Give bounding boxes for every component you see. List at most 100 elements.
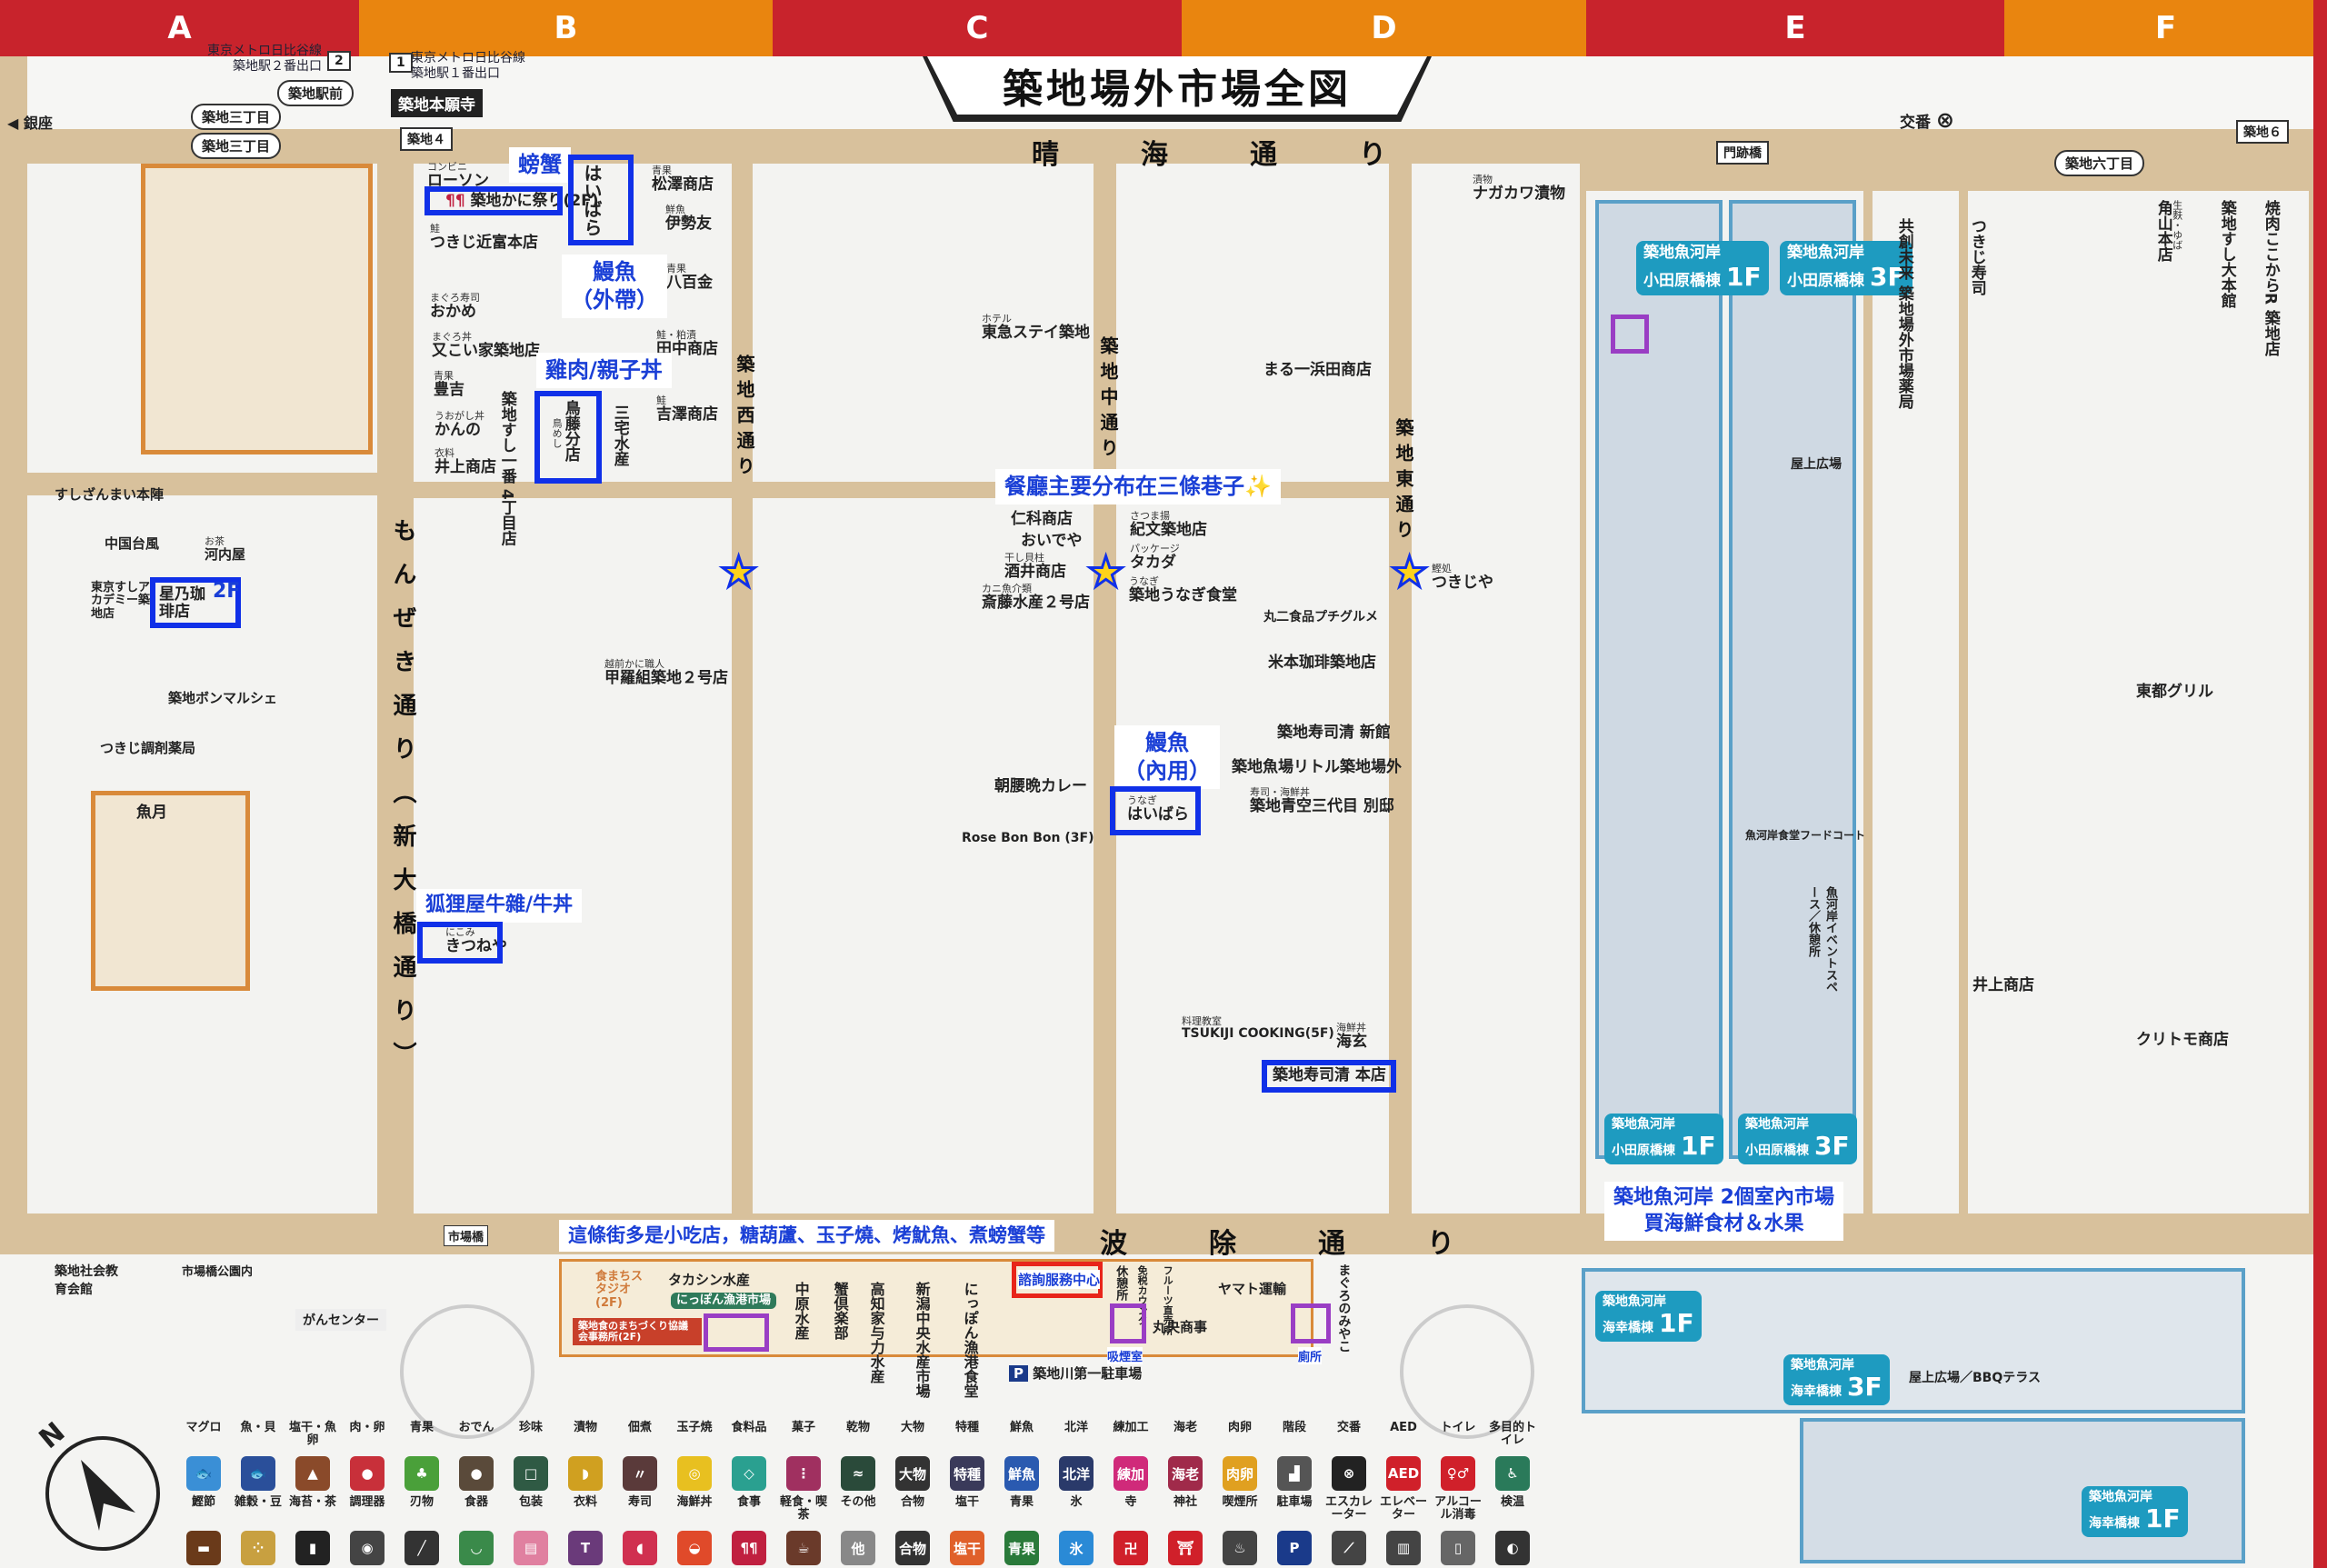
stall-niigata[interactable]: 新潟中央水産市場 <box>913 1282 931 1398</box>
stall-maruo-shoji[interactable]: 丸央商事 <box>1153 1319 1208 1335</box>
legend-label: 階段 <box>1282 1421 1306 1434</box>
store-haibara-takeout[interactable]: はいばら <box>581 164 603 236</box>
store-okame[interactable]: まぐろ寿司おかめ <box>430 292 480 321</box>
store-maruichi-hamada[interactable]: まる一浜田商店 <box>1263 362 1372 379</box>
stall-yamato-unyu[interactable]: ヤマト運輸 <box>1218 1281 1287 1297</box>
metro-exit-1: 東京メトロ日比谷線築地駅１番出口 <box>411 51 525 82</box>
stall-nippon-gyoko-ichiba[interactable]: にっぽん漁港市場 <box>671 1293 777 1310</box>
store-aozora-sandaime[interactable]: 寿司・海鮮丼築地青空三代目 別邸 <box>1250 786 1394 815</box>
store-yaokin[interactable]: 青果八百金 <box>666 263 713 292</box>
store-nagakawa[interactable]: 漬物ナガカワ漬物 <box>1473 174 1565 204</box>
store-sushi-academy[interactable]: 東京すしアカデミー築地店 <box>91 581 150 621</box>
store-matakoiya[interactable]: まぐろ丼又こい家築地店 <box>432 331 540 360</box>
highlight-haibara-takeout <box>568 155 634 245</box>
stall-nippon-gyoko-shokudo[interactable]: にっぽん漁港食堂 <box>961 1282 979 1398</box>
store-little-tsukiji[interactable]: 築地魚場リトル築地場外 <box>1232 759 1402 776</box>
store-unagi-shokudo[interactable]: うなぎ築地うなぎ食堂 <box>1129 575 1237 604</box>
legend-bottom-9-icon: ◒ <box>677 1531 712 1565</box>
store-rose-bon-bon[interactable]: Rose Bon Bon (3F) <box>962 831 1094 845</box>
stall-kochiya[interactable]: 高知家与力水産 <box>867 1282 885 1383</box>
market-odawarabashi-1f[interactable] <box>1595 200 1723 1159</box>
stall-kani-club[interactable]: 蟹倶楽部 <box>831 1282 849 1340</box>
stall-takashin[interactable]: タカシン水産 <box>668 1272 751 1288</box>
store-hoshino-coffee[interactable]: 星乃珈琲店 <box>159 586 209 620</box>
store-yonemoto-coffee[interactable]: 米本珈琲築地店 <box>1268 654 1376 672</box>
store-kaigen[interactable]: 海鮮丼海玄 <box>1336 1022 1367 1051</box>
store-kadoyama[interactable]: 生麩・ゆば角山本店 <box>2154 200 2183 262</box>
store-inoue-shoten-f[interactable]: 井上商店 <box>1972 977 2034 994</box>
frame-edge <box>2313 0 2327 1568</box>
store-kitsuneya[interactable]: にこみきつねや <box>445 926 507 955</box>
store-sakai[interactable]: 干し貝柱酒井商店 <box>1004 552 1066 581</box>
parking-icon: P <box>1009 1365 1028 1382</box>
store-name: 紀文築地店 <box>1130 521 1207 540</box>
store-category: 鮭 <box>656 394 666 406</box>
store-name: Rose Bon Bon (3F) <box>962 831 1094 845</box>
store-yakiniku-kokokara[interactable]: 焼肉ここからR 築地店 <box>2262 200 2280 382</box>
store-tsukiji-kani-matsuri[interactable]: ¶¶ 築地かに祭り(2F) <box>445 192 599 210</box>
stall-nakahara[interactable]: 中原水産 <box>792 1282 810 1340</box>
store-toyokichi[interactable]: 青果豊吉 <box>434 370 464 399</box>
store-name: ナガカワ漬物 <box>1473 185 1565 204</box>
store-oideya[interactable]: おいでや <box>1021 533 1083 550</box>
metro-exit-label: 築地駅２番出口 <box>233 58 322 74</box>
legend-top-19-icon: 肉卵 <box>1223 1456 1257 1491</box>
store-takada[interactable]: パッケージタカダ <box>1130 543 1180 572</box>
signal-tsukiji-4: 築地４ <box>400 127 453 151</box>
store-tsukijiya[interactable]: 鰹処つきじや <box>1432 563 1493 592</box>
stall-shokumachi-studio[interactable]: 食まちスタジオ(2F) <box>595 1270 644 1310</box>
stall-maguro-no-miyako[interactable]: まぐろのみやこ <box>1336 1263 1352 1353</box>
store-tokyu-stay[interactable]: ホテル東急ステイ築地 <box>982 313 1090 342</box>
store-tsukiji-chikatomi[interactable]: 鮭つきじ近富本店 <box>430 223 538 252</box>
store-tanaka[interactable]: 鮭・粕漬田中商店 <box>656 329 718 358</box>
store-kanno[interactable]: うおがし丼かんの <box>434 410 484 439</box>
stall-kyogikai-office[interactable]: 築地食のまちづくり協議会事務所(2F) <box>573 1318 702 1346</box>
store-matsuzawa[interactable]: 青果松澤商店 <box>652 165 714 194</box>
store-lawson[interactable]: コンビニローソン <box>427 161 489 191</box>
store-kawachiya[interactable]: お茶河内屋 <box>205 535 245 563</box>
store-chozai-pharmacy[interactable]: つきじ調剤薬局 <box>100 741 195 756</box>
legend-label: 雑穀・豆 <box>234 1495 282 1509</box>
store-name: 吉澤商店 <box>656 405 718 424</box>
store-miyake-suisan[interactable]: 三宅水産 <box>611 404 629 466</box>
store-bon-marche[interactable]: 築地ボンマルシェ <box>168 691 277 706</box>
market-name: 築地魚河岸 海幸橋棟 <box>1791 1358 1854 1400</box>
market-odawarabashi-3f[interactable] <box>1729 200 1856 1159</box>
store-saito-suisan[interactable]: カニ魚介類斎藤水産２号店 <box>982 583 1090 612</box>
store-haibara-dinein[interactable]: うなぎはいばら <box>1127 794 1189 824</box>
store-chugoku-taifu[interactable]: 中国台風 <box>105 536 159 552</box>
store-yoshizawa[interactable]: 鮭吉澤商店 <box>656 394 718 424</box>
store-name: ローソン <box>427 172 489 191</box>
compass-icon <box>45 1436 160 1551</box>
store-kyoso-pharmacy[interactable]: 共創未来 築地場外市場薬局 <box>1895 218 1913 409</box>
stall-rest-area[interactable]: 休憩所 <box>1114 1265 1128 1301</box>
store-category: まぐろ寿司 <box>430 292 480 304</box>
store-sushi-ichiban[interactable]: 築地すし一番 4丁目店 <box>498 391 516 546</box>
store-sushisei-honten[interactable]: 築地寿司清 本店 <box>1273 1067 1386 1084</box>
annotation-crab: 螃蟹 <box>509 147 571 184</box>
legend-label: トイレ <box>1440 1421 1476 1434</box>
highlight-smoking-room <box>1110 1303 1146 1343</box>
store-torito[interactable]: 鳥藤分店鳥めし <box>551 400 580 462</box>
store-kouragumi[interactable]: 越前かに職人甲羅組築地２号店 <box>604 658 728 687</box>
store-toto-grill[interactable]: 東都グリル <box>2136 684 2213 701</box>
street-harumi-dori: 晴海通り <box>1032 139 1468 171</box>
store-uotsuki[interactable]: 魚月 <box>136 804 167 822</box>
store-iseto[interactable]: 鮮魚伊勢友 <box>665 204 712 233</box>
legend-bottom-24-icon: ◐ <box>1495 1531 1530 1565</box>
store-nishina[interactable]: 仁科商店 <box>1011 511 1073 528</box>
store-sushisei-shinkan[interactable]: 築地寿司清 新館 <box>1277 724 1391 742</box>
store-category: 越前かに職人 <box>604 658 664 670</box>
store-sushi-daihonkan[interactable]: 築地すし大本館 <box>2218 200 2236 308</box>
store-inoue-shoten[interactable]: 衣料井上商店 <box>434 447 496 477</box>
stall-fruit[interactable]: フルーツ直売所 <box>1162 1265 1174 1335</box>
store-curry[interactable]: 朝腰晩カレー <box>994 778 1087 795</box>
store-name: 井上商店 <box>434 458 496 477</box>
store-tsukiji-sushi[interactable]: つきじ寿司 <box>1968 218 1986 295</box>
store-kibun[interactable]: さつま揚紀文築地店 <box>1130 510 1207 540</box>
store-maruni[interactable]: 丸二食品プチグルメ <box>1263 610 1378 624</box>
store-sushizanmai-honjin[interactable]: すしざんまい本陣 <box>55 487 164 503</box>
store-kuritomo[interactable]: クリトモ商店 <box>2136 1032 2229 1049</box>
legend-bottom-16-icon: 氷 <box>1059 1531 1094 1565</box>
